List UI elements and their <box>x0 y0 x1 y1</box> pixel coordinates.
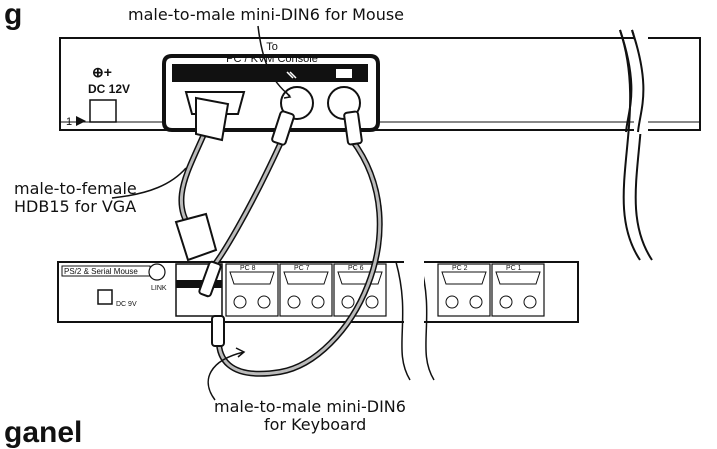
vga-leader <box>111 167 187 199</box>
keyboard-callout: male-to-male mini-DIN6 for Keyboard <box>214 397 406 435</box>
svg-text:PC 6: PC 6 <box>348 265 364 272</box>
kvm-label: PS/2 & Serial Mouse <box>64 267 138 276</box>
mouse-callout: male-to-male mini-DIN6 for Mouse <box>128 5 405 24</box>
vga-plug-bottom <box>174 212 218 262</box>
mouse-port-icon <box>286 71 297 79</box>
kbd-callout-line2: for Keyboard <box>264 415 367 435</box>
keyboard-leader-arrow-icon <box>235 347 246 358</box>
pc-port-2: PC 2 <box>437 263 491 317</box>
vga-callout-line2: HDB15 for VGA <box>14 197 137 217</box>
heading-fragment-top: g <box>4 0 23 31</box>
svg-text:PC 8: PC 8 <box>240 265 256 272</box>
console-label: PC / KVM Console <box>226 53 318 65</box>
mouse-plug-top <box>271 110 295 146</box>
mouse-plug-bottom <box>198 260 222 298</box>
to-label: To <box>266 41 278 53</box>
vga-callout-line1: male-to-female <box>14 179 137 198</box>
svg-text:PC 7: PC 7 <box>294 265 310 272</box>
pc-port-8: PC 8 <box>225 263 279 317</box>
svg-text:PC 1: PC 1 <box>506 265 522 272</box>
console-power-label: DC 12V <box>88 82 130 96</box>
kvm-switch: PS/2 & Serial Mouse LINK DC 9V PC 8 PC 7… <box>57 258 579 381</box>
port-arrow-icon <box>76 116 86 126</box>
heading-fragment-bottom: ganel <box>4 416 83 449</box>
kvm-power-label: DC 9V <box>116 301 137 308</box>
power-symbol: ⊕+ <box>92 64 112 80</box>
port-marker: 1 <box>66 116 72 128</box>
pc-port-7: PC 7 <box>279 263 333 317</box>
mouse-leader <box>257 25 291 97</box>
vga-callout: male-to-female HDB15 for VGA <box>14 179 137 217</box>
kbd-callout-line1: male-to-male mini-DIN6 <box>214 397 406 416</box>
leader-lines <box>111 25 292 401</box>
keyboard-plug-bottom <box>211 315 225 347</box>
vga-cable <box>174 96 230 262</box>
mouse-cable <box>198 110 295 298</box>
power-jack <box>89 99 117 123</box>
svg-text:PC 2: PC 2 <box>452 265 468 272</box>
console-power-area: ⊕+ DC 12V 1 <box>66 64 130 128</box>
link-label: LINK <box>151 285 167 292</box>
mouse-leader-arrow-icon <box>283 91 292 99</box>
keyboard-plug-top <box>343 110 363 146</box>
keyboard-cable <box>211 110 383 377</box>
keyboard-leader <box>207 351 245 401</box>
vga-plug-top <box>195 96 230 142</box>
keyboard-port-icon <box>336 69 352 78</box>
pc-port-1: PC 1 <box>491 263 545 317</box>
